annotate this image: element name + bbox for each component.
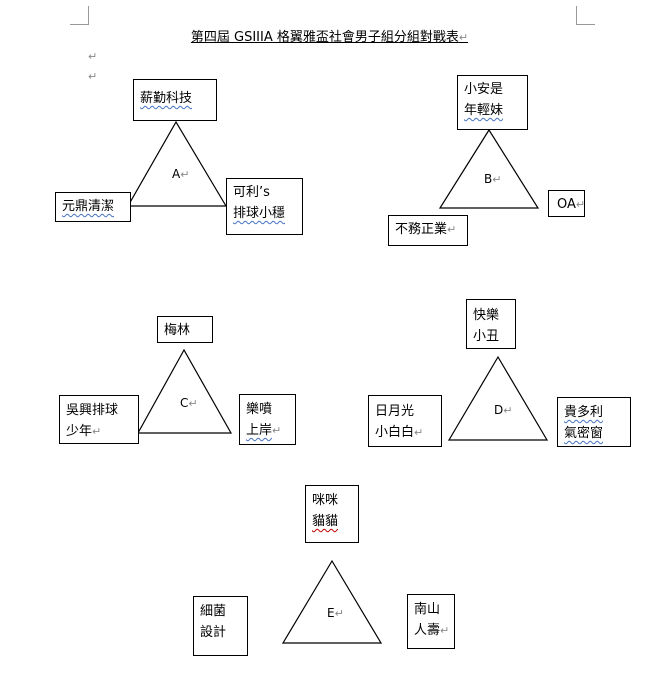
team-box: 元鼎清潔 <box>55 192 131 222</box>
group-b-triangle <box>438 128 540 209</box>
team-box: 貴多利 氣密窗 <box>557 397 631 447</box>
group-c-triangle <box>136 348 233 434</box>
paragraph-mark: ↵ <box>88 70 98 83</box>
team-box: 小安是 年輕妹 <box>457 75 528 130</box>
document-title: 第四屆 GSIIIA 格翼雅盃社會男子組分組對戰表↵ <box>190 30 469 45</box>
team-box: 樂噴 上岸↵ <box>239 394 296 445</box>
team-box: 南山 人壽↵ <box>407 594 455 649</box>
team-box: 咪咪 貓貓 <box>305 485 359 543</box>
team-box: 薪勤科技 <box>133 79 217 121</box>
group-d-label: D↵ <box>494 403 513 417</box>
page-corner-mark-right <box>576 6 595 25</box>
team-box: 可利’s 排球小穩 <box>226 178 303 235</box>
group-a-label: A↵ <box>172 167 190 181</box>
team-box: 吳興排球 少年↵ <box>59 395 139 444</box>
page-corner-mark-left <box>70 6 89 25</box>
group-e-label: E↵ <box>327 606 344 620</box>
team-box: 梅林 <box>157 316 213 343</box>
group-c-label: C↵ <box>180 396 198 410</box>
team-box: 日月光 小白白↵ <box>368 395 442 447</box>
team-box: 快樂 小丑 <box>466 299 516 349</box>
team-box: 細菌 設計 <box>193 596 248 656</box>
group-e-triangle <box>281 559 383 644</box>
group-d-triangle <box>447 355 549 441</box>
group-b-label: B↵ <box>484 172 502 186</box>
paragraph-mark: ↵ <box>88 50 98 63</box>
team-box: OA↵ <box>548 190 585 217</box>
group-a-triangle <box>126 120 228 207</box>
team-box: 不務正業↵ <box>388 215 468 246</box>
